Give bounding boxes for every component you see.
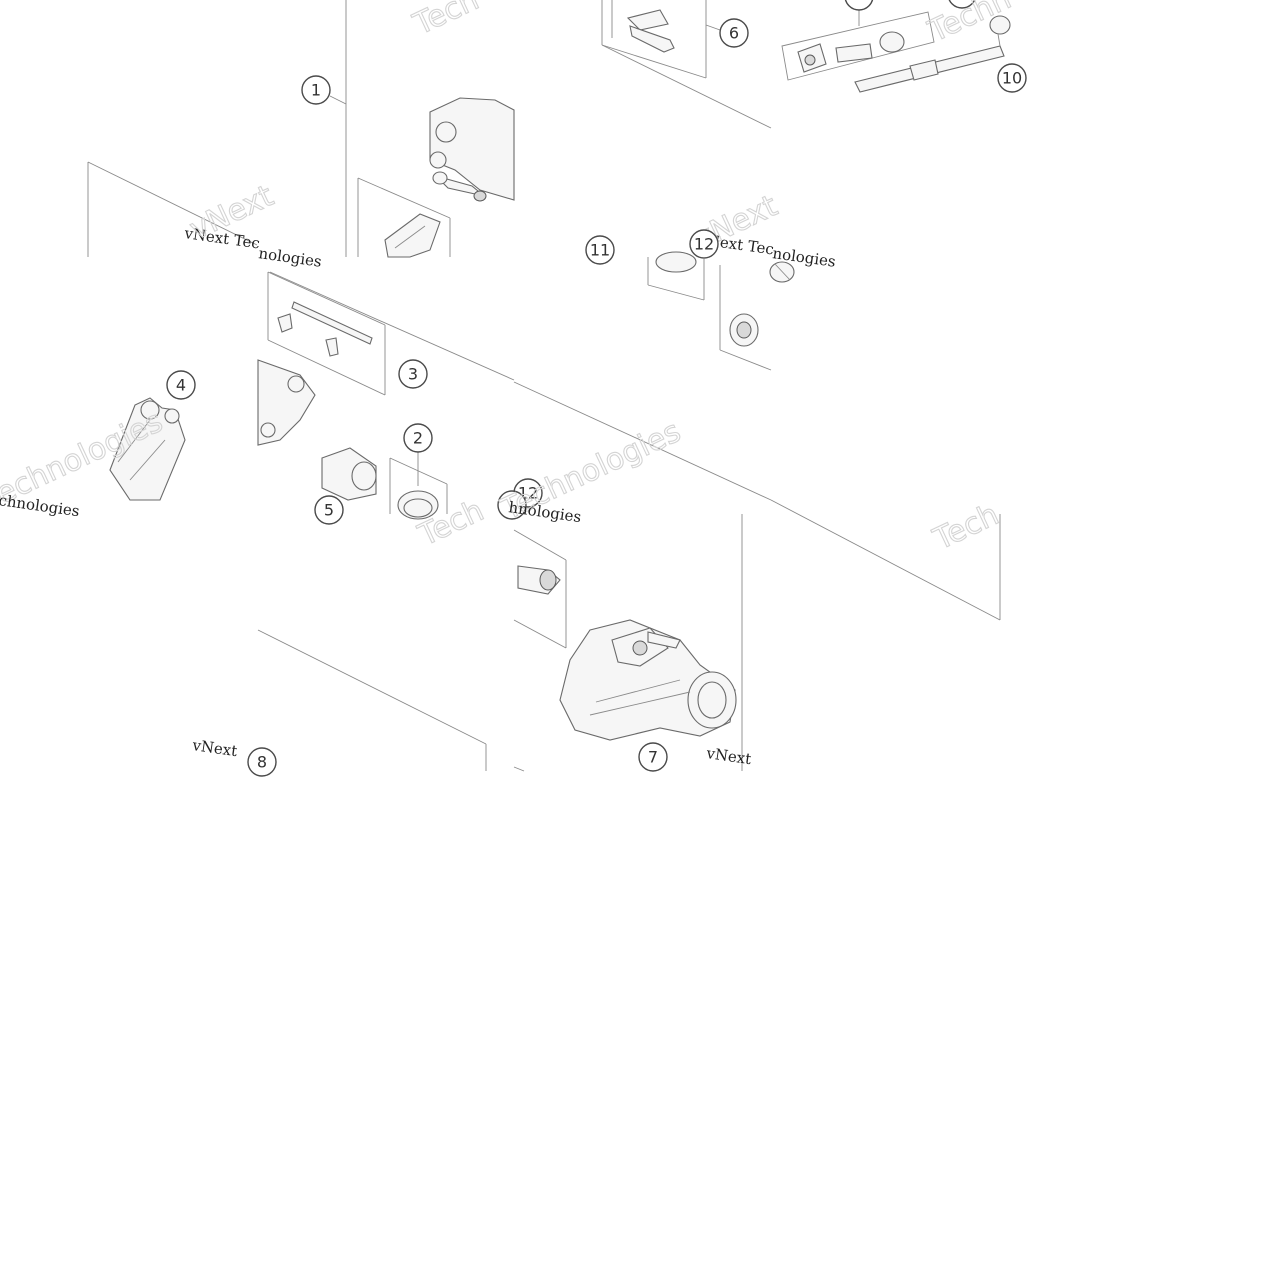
svg-text:7: 7 bbox=[648, 748, 658, 767]
frame-lines-row-3 bbox=[257, 514, 743, 772]
seal-part bbox=[397, 452, 439, 520]
callout-partial-circle bbox=[844, 0, 874, 11]
piston-part bbox=[321, 447, 377, 501]
spring-clip-part bbox=[769, 261, 795, 283]
watermark-text: Tech bbox=[928, 497, 1005, 558]
callout-4: 4 bbox=[166, 370, 196, 400]
frame-lines-tile-top-third bbox=[601, 0, 772, 129]
brake-caliper-body-part bbox=[429, 97, 515, 202]
svg-text:2: 2 bbox=[413, 429, 423, 448]
watermark-text: nologies bbox=[257, 244, 322, 271]
brake-pin-part bbox=[626, 9, 675, 53]
svg-text:5: 5 bbox=[324, 501, 334, 520]
svg-text:1: 1 bbox=[311, 81, 321, 100]
seal-ring-part bbox=[655, 251, 759, 347]
callout-8: 8 bbox=[247, 747, 277, 777]
svg-text:4: 4 bbox=[176, 376, 186, 395]
svg-text:6: 6 bbox=[729, 24, 739, 43]
frame-lines-tile-top-left bbox=[87, 161, 258, 257]
svg-text:11: 11 bbox=[590, 241, 610, 260]
callout-10: 10 bbox=[997, 63, 1027, 93]
bleed-valve-kit-part bbox=[781, 10, 935, 81]
callout-1: 1 bbox=[301, 75, 331, 105]
callout-2: 2 bbox=[403, 423, 433, 453]
frame-lines-row-2-middle bbox=[267, 271, 515, 514]
brake-pad-part bbox=[384, 213, 441, 258]
svg-text:3: 3 bbox=[408, 365, 418, 384]
callout-partial-circle bbox=[497, 490, 527, 520]
watermark-text: Tech bbox=[408, 0, 485, 43]
brake-pad-set-part bbox=[109, 397, 186, 501]
slide-pin-part bbox=[277, 301, 373, 357]
callout-6: 6 bbox=[719, 18, 749, 48]
callout-3: 3 bbox=[398, 359, 428, 389]
svg-text:10: 10 bbox=[1002, 69, 1022, 88]
brake-hose-part bbox=[854, 15, 1011, 93]
caliper-bracket-part bbox=[257, 359, 316, 446]
guide-sleeve-part bbox=[517, 565, 561, 595]
callout-partial-circle bbox=[948, 0, 976, 9]
watermark-text: vNext bbox=[190, 736, 238, 760]
callout-11: 11 bbox=[585, 235, 615, 265]
callout-5: 5 bbox=[314, 495, 344, 525]
callout-12-top: 12 bbox=[689, 229, 719, 259]
caliper-carrier-part bbox=[559, 619, 737, 741]
frame-lines-row-2-right bbox=[770, 499, 1001, 621]
frame-lines-row-2-third bbox=[513, 257, 772, 501]
frame-lines-tile-top-middle bbox=[329, 0, 451, 257]
callout-7: 7 bbox=[638, 742, 668, 772]
watermark-text: chnologies bbox=[0, 491, 81, 520]
svg-text:8: 8 bbox=[257, 753, 267, 772]
watermark-text: vNext bbox=[704, 744, 752, 768]
svg-text:12: 12 bbox=[694, 235, 714, 254]
